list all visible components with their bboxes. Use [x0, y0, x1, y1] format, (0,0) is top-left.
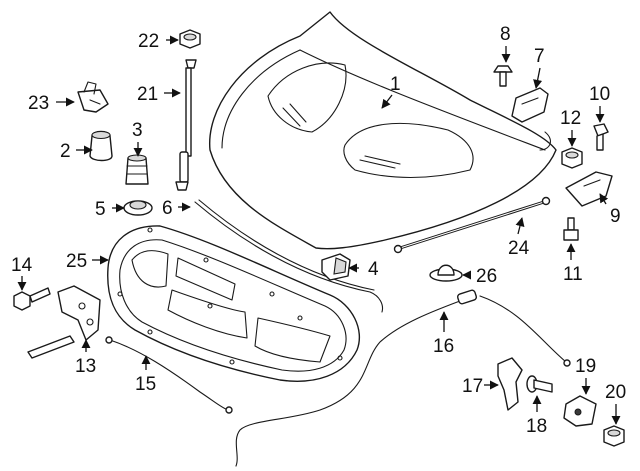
callout-24: 24	[508, 238, 530, 259]
callout-21: 21	[137, 84, 158, 105]
bolt-14	[13, 287, 51, 311]
callout-26: 26	[476, 266, 497, 287]
grommet-5	[123, 200, 153, 216]
callout-25: 25	[66, 251, 87, 272]
hood-panel	[209, 11, 557, 250]
callout-18: 18	[526, 416, 547, 437]
callout-22: 22	[138, 31, 159, 52]
callout-7: 7	[534, 46, 545, 67]
bolt-8	[493, 65, 513, 87]
prop-rod	[393, 196, 551, 254]
nut-20	[603, 425, 625, 447]
leader-24	[515, 217, 525, 235]
bumper-2	[89, 130, 113, 162]
hinge-13	[27, 285, 101, 359]
callout-6: 6	[162, 198, 173, 219]
callout-15: 15	[135, 374, 156, 395]
callout-12: 12	[560, 108, 581, 129]
bracket-4	[321, 253, 351, 281]
nut-22	[179, 29, 201, 49]
hood-seal	[194, 199, 384, 313]
cable-15	[105, 336, 233, 414]
callout-23: 23	[28, 93, 49, 114]
callout-11: 11	[563, 264, 583, 285]
leader-lines	[17, 35, 621, 425]
leader-9	[599, 193, 609, 205]
callout-20: 20	[605, 382, 626, 403]
callout-8: 8	[500, 24, 511, 45]
callout-1: 1	[390, 74, 401, 95]
callout-17: 17	[462, 376, 483, 397]
callout-labels: 1 2 3 4 5 6 7 8 9 10 11 12 13 14 15 16 1…	[11, 24, 626, 437]
callout-4: 4	[368, 259, 379, 280]
push-clip-26	[429, 264, 463, 282]
callout-19: 19	[575, 356, 596, 377]
bolt-10	[593, 123, 609, 151]
leader-7	[533, 67, 543, 89]
callout-16: 16	[433, 336, 454, 357]
hood-insulator	[107, 225, 361, 382]
release-handle-17	[497, 357, 523, 411]
clip-23	[77, 81, 109, 113]
callout-2: 2	[60, 141, 71, 162]
bracket-7	[511, 87, 549, 123]
callout-10: 10	[589, 84, 610, 105]
callout-9: 9	[610, 206, 621, 227]
latch-19	[563, 395, 597, 427]
bracket-9	[565, 171, 613, 207]
release-cable-16	[235, 289, 571, 467]
nut-12	[561, 147, 583, 169]
callout-13: 13	[75, 356, 96, 377]
buffer-3	[125, 154, 149, 185]
bolt-11	[563, 217, 579, 241]
gas-strut	[175, 59, 197, 191]
pin-18	[526, 375, 553, 393]
callout-3: 3	[132, 120, 143, 141]
callout-14: 14	[11, 255, 33, 276]
leader-1	[381, 94, 393, 109]
callout-5: 5	[95, 199, 106, 220]
